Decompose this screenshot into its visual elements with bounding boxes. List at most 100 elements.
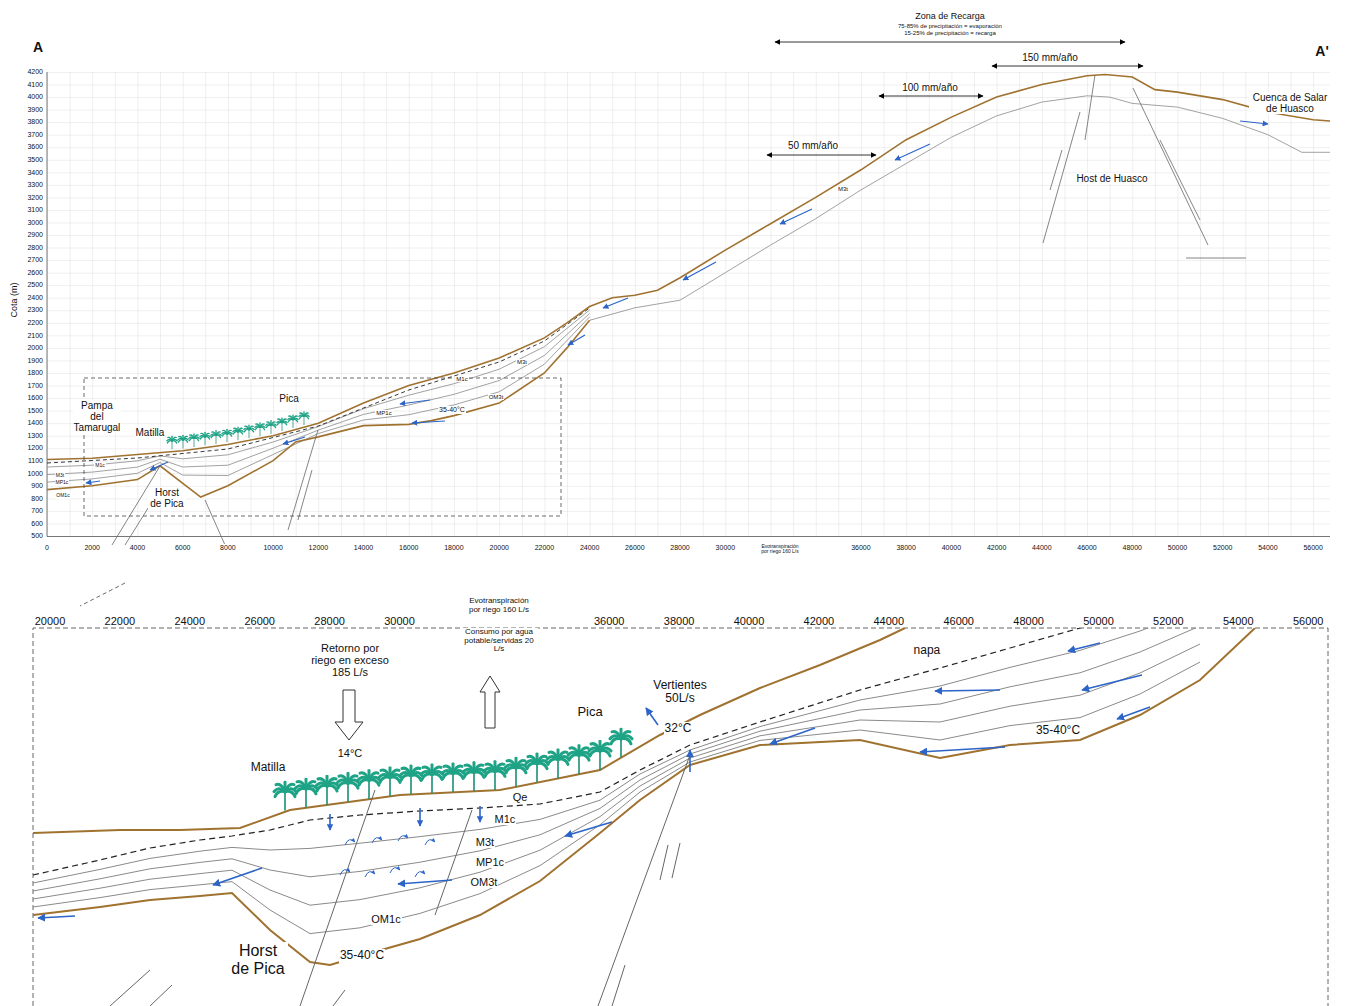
fault-line	[300, 790, 375, 1006]
palm-tree	[274, 729, 632, 811]
axis-tick: 1200	[26, 444, 44, 452]
strata-line	[47, 310, 590, 467]
groundwater-flow-arrow	[1082, 675, 1142, 690]
dimension-arrow	[767, 155, 876, 156]
fault-line	[672, 843, 680, 878]
axis-tick: 2600	[26, 269, 44, 277]
structure-label: Horst de Pica	[148, 487, 186, 509]
ground-surface	[47, 320, 590, 497]
axis-tick: 3100	[26, 206, 44, 214]
fault-line	[298, 470, 312, 520]
cross-section	[33, 628, 1255, 1006]
axis-tick: 48000	[1012, 615, 1045, 627]
recharge-swirl-arrow	[372, 838, 382, 843]
groundwater-flow-arrow	[689, 750, 691, 772]
inset-frame	[80, 378, 561, 606]
palm-tree	[400, 766, 422, 795]
strata-line	[33, 644, 1200, 905]
place-label: Matilla	[250, 761, 287, 774]
axis-tick: 14000	[353, 544, 374, 552]
axis-tick: 6000	[174, 544, 192, 552]
groundwater-flow-arrow	[568, 335, 585, 345]
palm-tree	[274, 782, 296, 811]
palm-tree	[379, 767, 401, 796]
unit-label: MP1c	[475, 856, 505, 868]
fault-line	[1050, 150, 1062, 190]
axis-tick: 3600	[26, 143, 44, 151]
axis-tick: 16000	[398, 544, 419, 552]
palm-tree	[547, 749, 569, 778]
axis-tick: 54000	[1257, 544, 1278, 552]
groundwater-flow-arrow	[935, 690, 1000, 691]
palm-tree	[233, 427, 243, 440]
unit-label: M1c	[494, 813, 517, 825]
axis-tick: 4100	[26, 81, 44, 89]
palm-tree	[442, 763, 464, 792]
axis-tick: 4200	[26, 68, 44, 76]
axis-tick: 50000	[1167, 544, 1188, 552]
palm-tree	[484, 761, 506, 790]
axis-tick: 3200	[26, 194, 44, 202]
strata-line	[33, 628, 1200, 883]
palm-tree	[167, 412, 309, 450]
flux-arrow	[335, 676, 500, 740]
dimension-arrow	[992, 66, 1143, 67]
groundwater-flow-arrow	[412, 421, 445, 423]
axis-tick: 2000	[83, 544, 101, 552]
groundwater-flow-arrow	[683, 262, 716, 280]
temperature-label: 35-40°C	[438, 406, 466, 414]
axis-tick: 40000	[941, 544, 962, 552]
axis-tick: 1000	[26, 470, 44, 478]
axis-tick: 2800	[26, 244, 44, 252]
unit-label: MP1c	[55, 480, 70, 486]
axis-tick: 2500	[26, 281, 44, 289]
groundwater-flow-arrow	[400, 400, 430, 404]
axis-tick: 1100	[27, 457, 44, 465]
fault-line	[1133, 88, 1208, 245]
ground-surface	[47, 75, 1330, 498]
axis-tick: 10000	[262, 544, 283, 552]
palm-tree	[337, 773, 359, 802]
unit-label: M3t	[55, 473, 65, 479]
zone-note: 15-25% de precipitación = recarga	[903, 30, 997, 37]
groundwater-flow-arrow	[770, 728, 815, 744]
axis-tick: 1900	[26, 357, 44, 365]
axis-tick: 56000	[1302, 544, 1323, 552]
axis-tick: 1800	[26, 369, 44, 377]
recharge-swirl-arrow	[425, 840, 435, 845]
axis-tick: 44000	[1031, 544, 1052, 552]
axis-tick: 42000	[803, 615, 836, 627]
unit-label: OM1c	[370, 913, 401, 925]
axis-tick: 1700	[26, 382, 44, 390]
recharge-swirl-arrow	[390, 868, 400, 873]
axis-tick: 8000	[219, 544, 237, 552]
axis-tick: 18000	[443, 544, 464, 552]
place-label: Matilla	[135, 427, 166, 438]
strata-line	[47, 96, 1330, 482]
palm-tree	[178, 435, 188, 448]
axis-tick: 500	[30, 532, 44, 540]
basin-label: Cuenca de Salar de Huasco	[1249, 92, 1331, 114]
strata-line	[33, 628, 1200, 891]
flux-note: Evotranspiración por riego 160 L/s	[759, 544, 801, 555]
axis-tick: 30000	[383, 615, 416, 627]
palm-tree	[358, 770, 380, 799]
axis-tick: 2400	[26, 294, 44, 302]
axis-tick: 1600	[26, 394, 44, 402]
flux-arrow	[480, 676, 500, 728]
axis-tick: 44000	[873, 615, 906, 627]
recharge-swirl-arrow	[340, 870, 350, 875]
unit-label: M3t	[475, 836, 495, 848]
fault-line	[333, 990, 345, 1006]
groundwater-flow-arrow	[1117, 707, 1150, 719]
axis-tick: 20000	[34, 615, 67, 627]
axis-tick: 42000	[986, 544, 1007, 552]
zone-label: Zona de Recarga	[914, 12, 986, 22]
chart-grid	[47, 72, 1330, 537]
groundwater-flow-arrow	[150, 462, 168, 470]
axis-tick: 56000	[1292, 615, 1325, 627]
palm-tree	[277, 418, 287, 431]
unit-label: M3t	[516, 359, 528, 366]
fault-line	[125, 505, 150, 545]
axis-tick: 4000	[26, 93, 44, 101]
